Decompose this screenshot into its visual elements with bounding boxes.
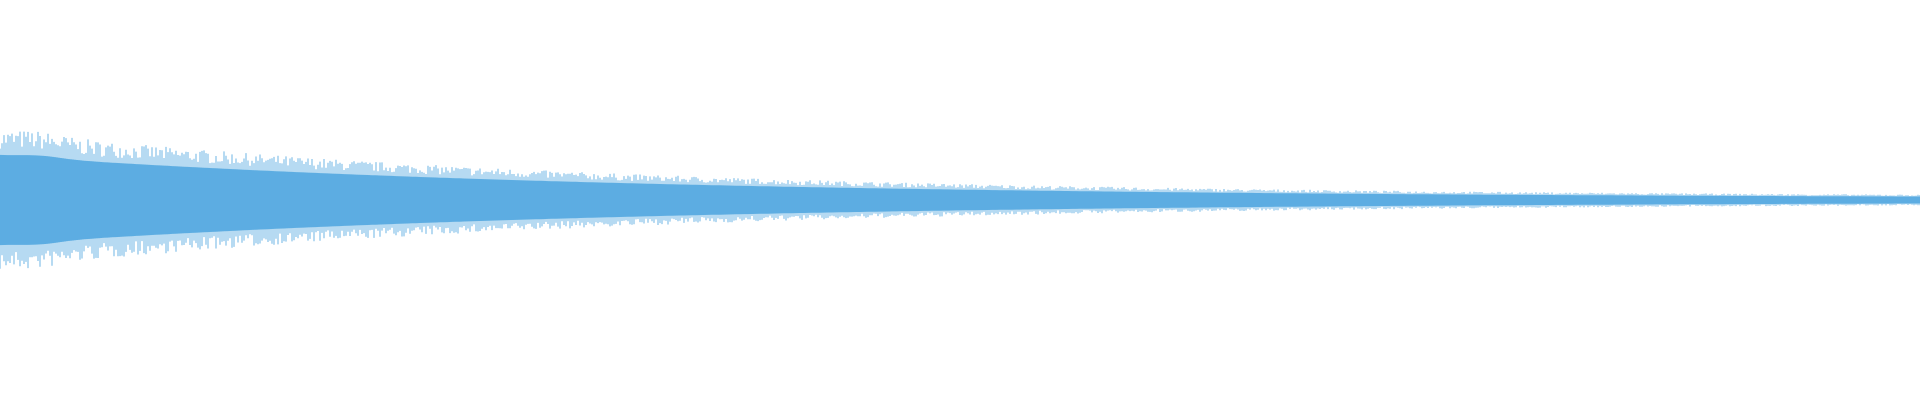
waveform-oscillation-lines — [0, 131, 1920, 269]
